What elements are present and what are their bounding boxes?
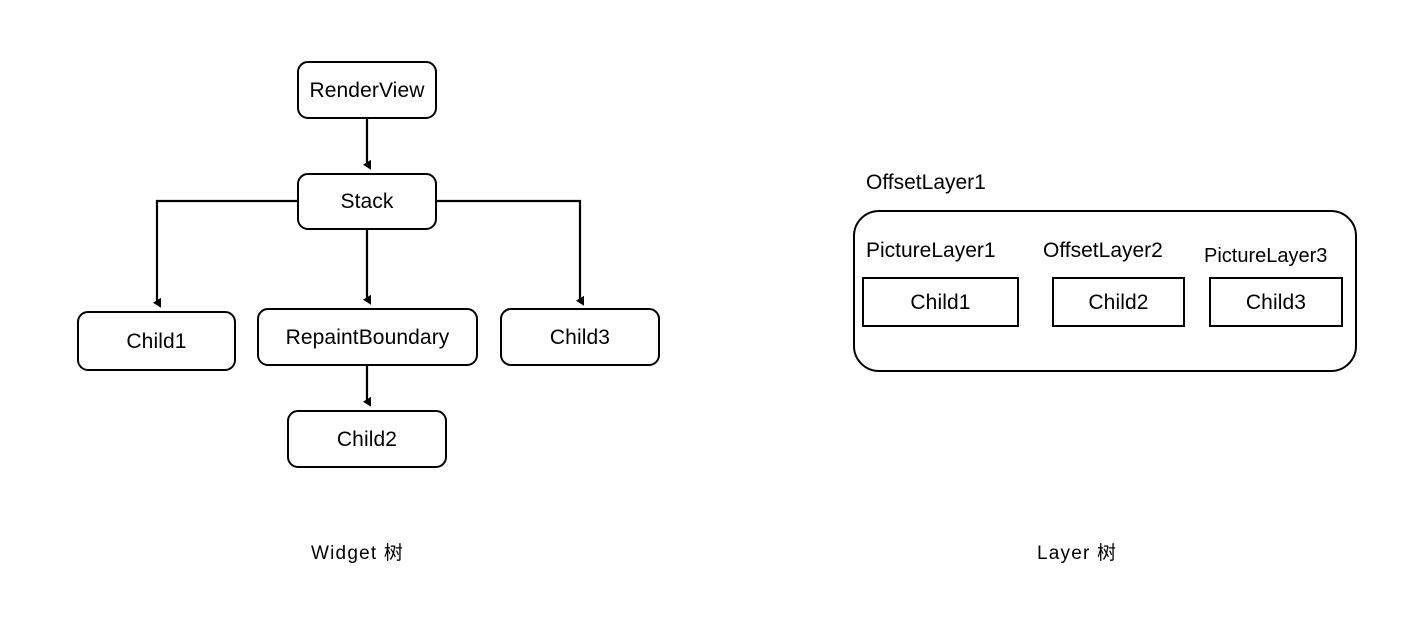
layer-label-picturelayer1: PictureLayer1	[866, 239, 996, 262]
layer-label-picturelayer3: PictureLayer3	[1204, 245, 1328, 267]
layer-child-child3[interactable]: Child3	[1209, 277, 1343, 327]
layer-child-child2[interactable]: Child2	[1052, 277, 1185, 327]
layer-label-offsetlayer2: OffsetLayer2	[1043, 239, 1163, 262]
layer-child-child1[interactable]: Child1	[862, 277, 1019, 327]
node-stack[interactable]: Stack	[297, 173, 437, 230]
edge-stack-child1	[153, 199, 297, 308]
node-repaint-boundary[interactable]: RepaintBoundary	[257, 308, 478, 366]
node-child1[interactable]: Child1	[77, 311, 236, 371]
layer-root-label: OffsetLayer1	[866, 171, 986, 194]
offset-layer1-container	[853, 210, 1357, 372]
node-child3[interactable]: Child3	[500, 308, 660, 366]
node-child2[interactable]: Child2	[287, 410, 447, 468]
edge-stack-child3	[437, 199, 584, 306]
node-render-view[interactable]: RenderView	[297, 61, 437, 119]
layer-tree-caption: Layer 树	[1037, 543, 1118, 564]
widget-tree-caption: Widget 树	[311, 543, 405, 564]
